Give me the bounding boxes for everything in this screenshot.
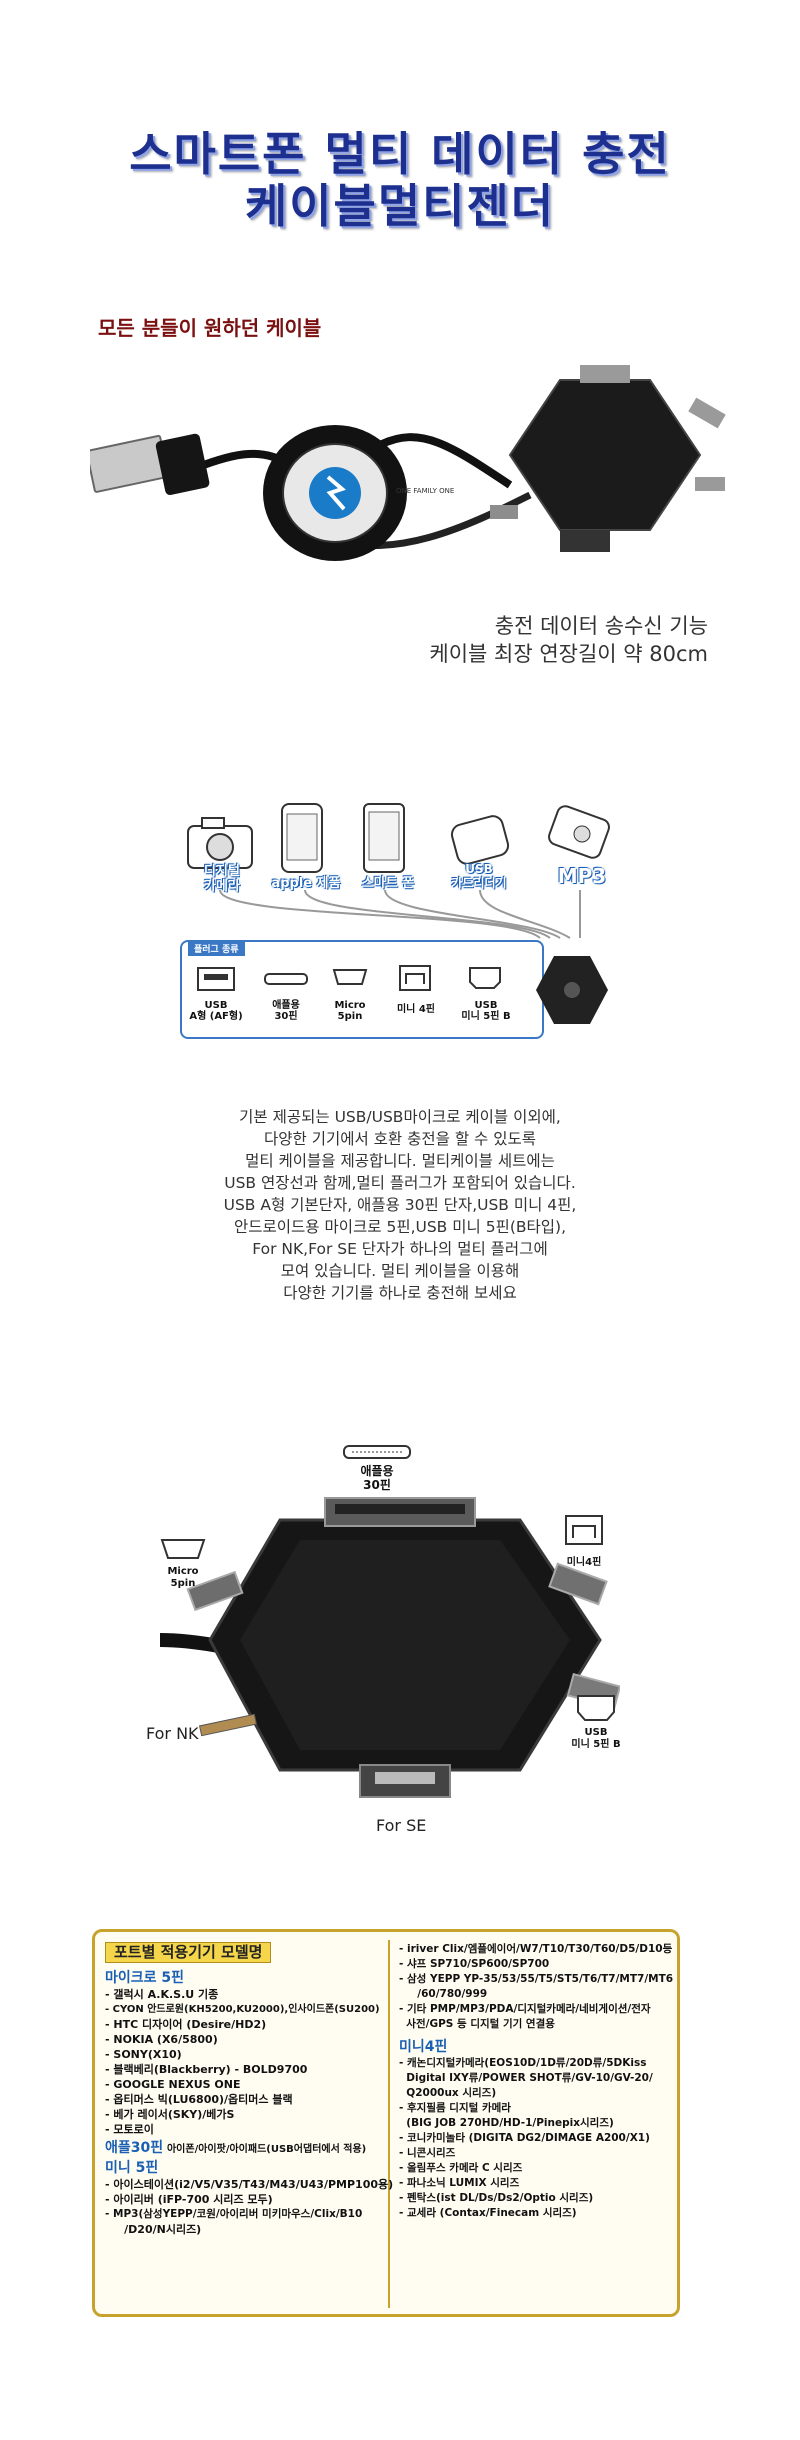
diagram-cables	[219, 890, 581, 939]
model-item: - 펜탁스(ist DL/Ds/Ds2/Optio 시리즈)	[399, 2192, 594, 2204]
card-reader-icon	[450, 815, 510, 865]
smartphone-icon	[363, 803, 405, 873]
feature-line-1: 충전 데이터 송수신 기능	[494, 614, 708, 638]
description-line-9: 다양한 기기를 하나로 충전해 보세요	[283, 1284, 517, 1302]
page-title-line2: 케이블멀티젠더	[244, 179, 556, 233]
apple30pin-models: 아이폰/아이팟/아이패드(USB어댑터에서 적용)	[166, 2144, 367, 2155]
connector-label-se: For SE	[376, 1816, 427, 1835]
connector-label-mini4: 미니4핀	[566, 1557, 602, 1568]
description-line-1: 기본 제공되는 USB/USB마이크로 케이블 이외에,	[239, 1108, 561, 1126]
section-apple30pin: 애플30핀	[105, 2140, 164, 2156]
model-item: - 기타 PMP/MP3/PDA/디지털카메라/네비게이션/전자	[399, 2003, 651, 2015]
model-item: Q2000ux 시리즈)	[399, 2087, 497, 2099]
connector-label-apple30: 애플용 30핀	[360, 1464, 394, 1492]
connector-label-nk: For NK	[146, 1724, 199, 1743]
device-diagram: 디지털 카메라 apple 제품 스마트 폰 USB 카드리더기 MP3 플러그…	[180, 800, 640, 1050]
model-item: - 후지필름 디지털 카메라	[399, 2102, 511, 2114]
model-item: Digital IXY류/POWER SHOT류/GV-10/GV-20/	[399, 2072, 653, 2084]
apple-30pin-connector-icon	[343, 1445, 411, 1459]
usb-a-plug-icon	[197, 967, 235, 991]
device-label-camera: 디지털 카메라	[204, 864, 240, 894]
model-list-header: 포트별 적용기기 모델명	[105, 1942, 272, 1963]
micro-5pin-plug-icon	[332, 969, 368, 985]
model-item: /60/780/999	[399, 1988, 488, 2000]
description-line-4: USB 연장선과 함께,멀티 플러그가 포함되어 있습니다.	[224, 1174, 576, 1192]
description-line-7: For NK,For SE 단자가 하나의 멀티 플러그에	[252, 1240, 548, 1258]
model-item: - 샤프 SP710/SP600/SP700	[399, 1958, 550, 1970]
page-title-line1: 스마트폰 멀티 데이터 충전	[129, 127, 671, 181]
section-subhead: 모든 분들이 원하던 케이블	[98, 316, 322, 340]
mp3-player-icon	[548, 805, 610, 859]
model-item: - 옵티머스 빅(LU6800)/옵티머스 블랙	[105, 2093, 293, 2106]
model-list-divider	[388, 1940, 390, 2308]
device-label-smartphone: 스마트 폰	[361, 876, 415, 891]
plug-types-header: 플러그 종류	[188, 941, 245, 956]
apple-30pin-plug-icon	[264, 973, 308, 985]
device-label-usb-reader: USB 카드리더기	[451, 862, 507, 890]
model-item: - 캐논디지털카메라(EOS10D/1D류/20D류/5DKiss	[399, 2057, 647, 2069]
description-line-3: 멀티 케이블을 제공합니다. 멀티케이블 세트에는	[245, 1152, 555, 1170]
model-item: - 올림푸스 카메라 C 시리즈	[399, 2162, 523, 2174]
usb-mini-5pin-b-plug-icon	[469, 967, 501, 989]
model-item: - 파나소닉 LUMIX 시리즈	[399, 2177, 520, 2189]
plug-label-mini-4pin: 미니 4핀	[396, 1004, 436, 1015]
model-item: - NOKIA (X6/5800)	[105, 2033, 218, 2046]
apple-phone-icon	[281, 803, 323, 873]
model-item: - 삼성 YEPP YP-35/53/55/T5/ST5/T6/T7/MT7/M…	[399, 1973, 674, 1985]
model-item: - 아이리버 (iFP-700 시리즈 모두)	[105, 2193, 273, 2206]
usb-mini-5pin-b-connector-icon	[577, 1695, 615, 1721]
connector-label-micro5: Micro 5pin	[167, 1566, 199, 1589]
model-item: - 베가 레이서(SKY)/베가S	[105, 2108, 235, 2121]
model-item: - 블랙베리(Blackberry) - BOLD9700	[105, 2063, 308, 2076]
model-item: /D20/N시리즈)	[105, 2223, 202, 2236]
section-mini5pin: 미니 5핀	[105, 2160, 159, 2176]
plug-types-box: 플러그 종류 USB A형 (AF형) 애플용 30핀 Micro 5pin 미…	[180, 940, 544, 1039]
model-item: - MP3(삼성YEPP/코원/아이리버 미키마우스/Clix/B10	[105, 2208, 363, 2220]
model-item: - GOOGLE NEXUS ONE	[105, 2078, 241, 2091]
model-item: - 코니카미놀타 (DIGITA DG2/DIMAGE A200/X1)	[399, 2132, 650, 2144]
model-item: - CYON 안드로원(KH5200,KU2000),인사이드폰(SU200)	[105, 2004, 380, 2015]
micro-5pin-connector-icon	[160, 1539, 206, 1559]
model-item: (BIG JOB 270HD/HD-1/Pinepix시리즈)	[399, 2117, 614, 2129]
description-line-6: 안드로이드용 마이크로 5핀,USB 미니 5핀(B타입),	[234, 1218, 566, 1236]
model-list-right: - iriver Clix/엠플에이어/W7/T10/T30/T60/D5/D1…	[399, 1942, 675, 2221]
model-item: - 아이스테이션(i2/V5/V35/T43/M43/U43/PMP100용)	[105, 2178, 394, 2191]
model-item: - 갤럭시 A.K.S.U 기종	[105, 1988, 219, 2001]
device-label-mp3: MP3	[557, 864, 607, 888]
model-item: - iriver Clix/엠플에이어/W7/T10/T30/T60/D5/D1…	[399, 1943, 673, 1955]
model-list-left: 포트별 적용기기 모델명 마이크로 5핀 - 갤럭시 A.K.S.U 기종 - …	[105, 1942, 394, 2237]
section-apple30pin-row: 애플30핀 아이폰/아이팟/아이패드(USB어댑터에서 적용)	[105, 2141, 385, 2157]
mini-4pin-plug-icon	[399, 965, 431, 991]
model-item: - SONY(X10)	[105, 2048, 182, 2061]
plug-label-micro-5pin: Micro 5pin	[334, 1000, 366, 1022]
description-line-8: 모여 있습니다. 멀티 케이블을 이용해	[280, 1262, 520, 1280]
connector-hub-photo	[160, 1497, 620, 1798]
reel-label: ONE FAMILY ONE	[396, 487, 455, 495]
section-mini4pin: 미니4핀	[399, 2039, 448, 2055]
product-photo	[90, 365, 726, 561]
feature-line-2: 케이블 최장 연장길이 약 80cm	[429, 642, 708, 666]
mini-4pin-connector-icon	[565, 1515, 603, 1545]
description-line-5: USB A형 기본단자, 애플용 30핀 단자,USB 미니 4핀,	[223, 1196, 577, 1214]
model-item: - 니콘시리즈	[399, 2147, 456, 2159]
section-micro5pin: 마이크로 5핀	[105, 1970, 185, 1986]
plug-label-apple-30pin: 애플용 30핀	[272, 1000, 300, 1022]
model-list-box: 포트별 적용기기 모델명 마이크로 5핀 - 갤럭시 A.K.S.U 기종 - …	[92, 1929, 680, 2317]
camera-icon	[187, 817, 253, 869]
model-item: - HTC 디자이어 (Desire/HD2)	[105, 2018, 267, 2031]
mini-hub-icon	[536, 956, 608, 1024]
plug-label-usb-a: USB A형 (AF형)	[189, 1000, 243, 1022]
model-item: 사전/GPS 등 디지털 기기 연결용	[399, 2018, 555, 2030]
connector-label-mini5b: USB 미니 5핀 B	[571, 1727, 621, 1750]
model-item: - 교세라 (Contax/Finecam 시리즈)	[399, 2207, 577, 2219]
description-line-2: 다양한 기기에서 호환 충전을 할 수 있도록	[264, 1130, 536, 1148]
device-label-apple: apple 제품	[271, 876, 341, 891]
model-item: - 모토로이	[105, 2123, 154, 2136]
plug-label-usb-mini-5pin-b: USB 미니 5핀 B	[461, 1000, 511, 1022]
